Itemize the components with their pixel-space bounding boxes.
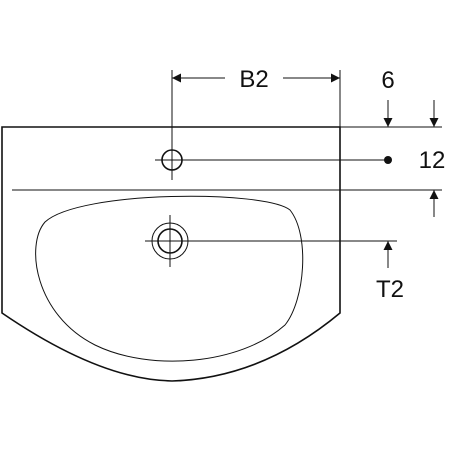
waste-depth-label: T2 [376,276,404,303]
tap-hole-offset-label: 6 [381,67,394,94]
inner-bowl [35,195,304,362]
rim-depth-label: 12 [419,147,446,174]
basin-outline [1,126,341,382]
width-label: B2 [239,66,268,93]
tap-hole-reference-dot [384,156,392,164]
